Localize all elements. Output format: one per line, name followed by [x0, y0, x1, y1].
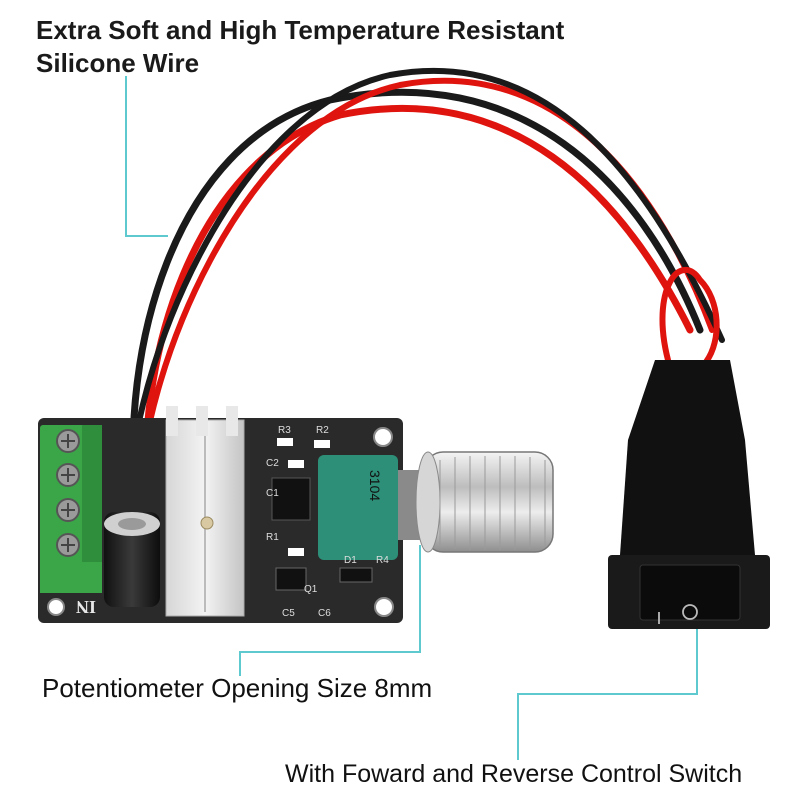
rocker-switch-housing: [608, 360, 770, 629]
wire-callout-line2: Silicone Wire: [36, 48, 200, 78]
electrolytic-capacitor: [104, 512, 160, 607]
smd-components: [275, 438, 373, 591]
label-pot-code: 3104: [367, 470, 383, 501]
screw-terminal-block: [40, 425, 102, 593]
heatsink: [165, 406, 245, 617]
silicone-wires: [126, 67, 725, 504]
label-c5: C5: [282, 608, 295, 619]
potentiometer-knob: [415, 451, 554, 553]
label-c1: C1: [266, 488, 279, 499]
label-q1: Q1: [304, 584, 318, 595]
switch-callout: With Foward and Reverse Control Switch: [285, 760, 743, 788]
label-r1: R1: [266, 532, 279, 543]
wire-callout-line1: Extra Soft and High Temperature Resistan…: [36, 15, 565, 45]
label-r3: R3: [278, 425, 291, 436]
label-d1: D1: [344, 555, 357, 566]
ic-chip: [271, 477, 311, 521]
label-c2: C2: [266, 458, 279, 469]
wire-callout: Extra Soft and High Temperature Resistan…: [36, 14, 564, 80]
label-r2: R2: [316, 425, 329, 436]
pwm-controller-board: [38, 406, 554, 623]
label-c6: C6: [318, 608, 331, 619]
potentiometer-callout: Potentiometer Opening Size 8mm: [42, 673, 433, 703]
label-r4: R4: [376, 555, 389, 566]
leader-lines: [125, 76, 698, 760]
label-input: IN: [76, 597, 96, 617]
